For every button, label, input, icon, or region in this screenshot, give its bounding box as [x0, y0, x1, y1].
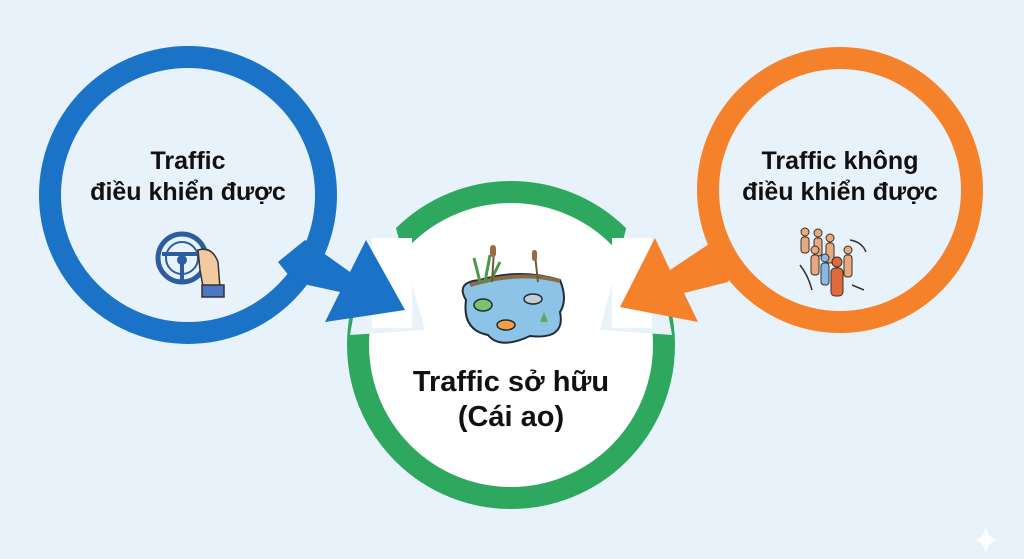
controlled-line2: điều khiển được	[90, 177, 286, 206]
steering-wheel-icon	[155, 231, 225, 298]
controlled-arrow	[278, 240, 405, 322]
uncontrolled-circle-ring	[697, 47, 983, 333]
uncontrolled-line1: Traffic không	[761, 147, 919, 175]
uncontrolled-line2: điều khiển được	[742, 177, 938, 206]
controlled-line1: Traffic	[150, 147, 226, 175]
owned-circle-fill	[358, 192, 664, 498]
controlled-circle-ring	[39, 46, 337, 344]
sparkle-icon	[974, 526, 998, 554]
controlled-traffic-label: Traffic điều khiển được	[48, 146, 328, 207]
uncontrolled-traffic-label: Traffic không điều khiển được	[700, 146, 980, 207]
pond-icon	[461, 245, 565, 344]
crowd-icon	[799, 227, 867, 297]
owned-line2: (Cái ao)	[457, 401, 565, 434]
owned-line1: Traffic sở hữu	[412, 366, 610, 398]
uncontrolled-arrow	[620, 238, 740, 322]
owned-traffic-label: Traffic sở hữu (Cái ao)	[361, 365, 661, 436]
owned-circle-ring	[347, 181, 675, 509]
